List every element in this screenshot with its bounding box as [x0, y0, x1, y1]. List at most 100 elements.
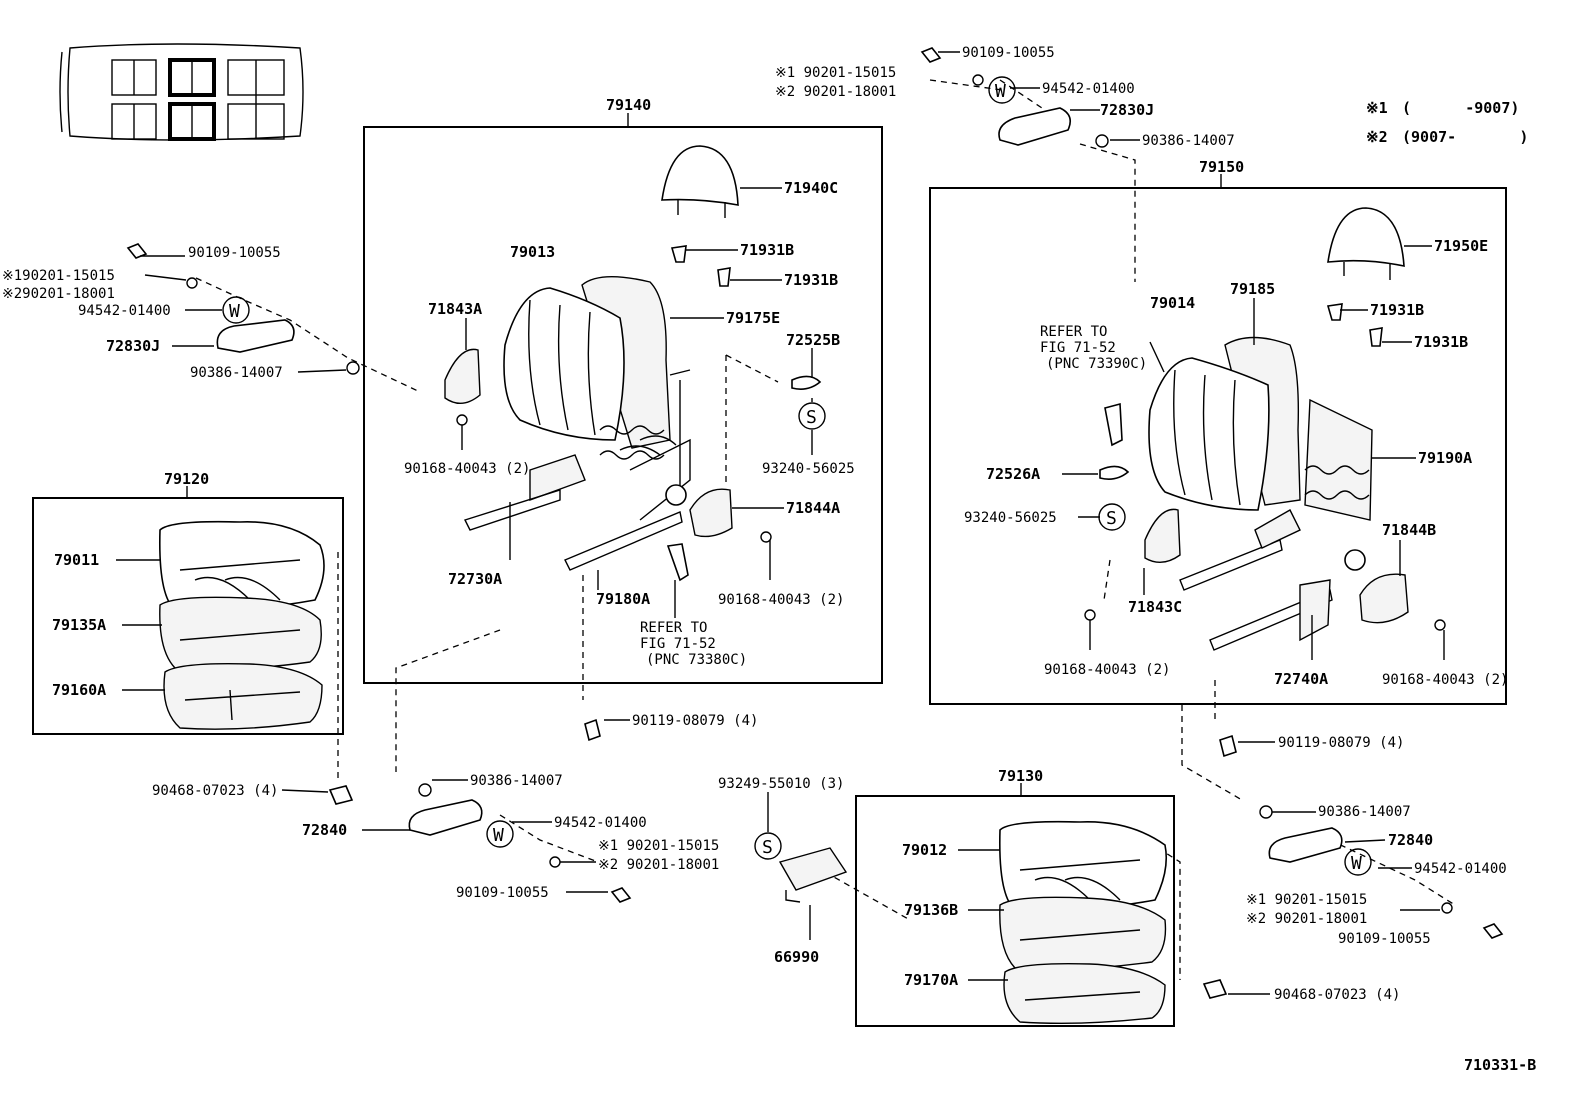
sealant-s-symbol: S	[762, 837, 773, 858]
svg-text:REFER TO: REFER TO	[1040, 324, 1107, 340]
part-label: 90168-40043 (2)	[404, 461, 530, 477]
label-79140: 79140	[606, 96, 651, 114]
part-label: ※2 90201-18001	[775, 84, 896, 100]
part-label: ※2 90201-18001	[1246, 911, 1367, 927]
part-label: ※190201-15015	[2, 268, 115, 284]
refer-note-right: REFER TO FIG 71-52 (PNC 73390C)	[1040, 324, 1147, 372]
part-label: 71950E	[1434, 237, 1488, 255]
part-label: 94542-01400	[554, 815, 647, 831]
right-cushion-group	[998, 820, 1168, 1025]
part-label: 90109-10055	[1338, 931, 1431, 947]
svg-text:FIG 71-52: FIG 71-52	[640, 636, 716, 652]
part-label: 71843C	[1128, 598, 1182, 616]
part-label: 90168-40043 (2)	[1382, 672, 1508, 688]
part-label: 79170A	[904, 971, 958, 989]
part-label: 71844B	[1382, 521, 1436, 539]
legend-range-1: ( -9007)	[1402, 99, 1519, 117]
box-79140	[363, 126, 883, 684]
part-label: 90168-40043 (2)	[1044, 662, 1170, 678]
part-label: 90109-10055	[962, 45, 1055, 61]
part-label: 71931B	[784, 271, 838, 289]
part-label: ※1 90201-15015	[1246, 892, 1367, 908]
part-label: 79013	[510, 243, 555, 261]
part-label: 72740A	[1274, 670, 1328, 688]
part-label: 72830J	[1100, 101, 1154, 119]
part-label: ※1 90201-15015	[775, 65, 896, 81]
legend: ※1 ( -9007) ※2 (9007- )	[1366, 99, 1528, 146]
part-label: ※1 90201-15015	[598, 838, 719, 854]
part-label: 71843A	[428, 300, 482, 318]
part-label: 79135A	[52, 616, 106, 634]
part-label: 90109-10055	[188, 245, 281, 261]
part-label: ※290201-18001	[2, 286, 115, 302]
right-seat-back	[1084, 207, 1446, 651]
part-label: 79175E	[726, 309, 780, 327]
part-label: 90109-10055	[456, 885, 549, 901]
part-label: 79136B	[904, 901, 958, 919]
legend-mark-2: ※2	[1366, 128, 1388, 146]
part-label: 72830J	[106, 337, 160, 355]
label-79130: 79130	[998, 767, 1043, 785]
armrests	[126, 47, 1504, 939]
part-label: 66990	[774, 948, 819, 966]
seat-layout-icon	[59, 43, 304, 141]
part-label: 79160A	[52, 681, 106, 699]
svg-text:(PNC 73390C): (PNC 73390C)	[1046, 356, 1147, 372]
washer-w-symbol: W	[229, 301, 240, 322]
sealant-s-symbol: S	[806, 407, 817, 428]
part-label: 90386-14007	[190, 365, 283, 381]
svg-text:(PNC 73380C): (PNC 73380C)	[646, 652, 747, 668]
dashed-routing	[195, 79, 1456, 980]
symbols: W W W W S S S	[222, 76, 1372, 876]
part-label: 90386-14007	[1318, 804, 1411, 820]
label-79120: 79120	[164, 470, 209, 488]
part-label: 72840	[302, 821, 347, 839]
label-79150: 79150	[1199, 158, 1244, 176]
part-label: 72525B	[786, 331, 840, 349]
left-cushion-group	[158, 520, 325, 730]
part-label: 79180A	[596, 590, 650, 608]
part-label: 79012	[902, 841, 947, 859]
svg-text:REFER TO: REFER TO	[640, 620, 707, 636]
figure-code: 710331-B	[1464, 1056, 1536, 1074]
part-label: 79185	[1230, 280, 1275, 298]
part-labels: 90109-10055 ※1 90201-15015 ※2 90201-1800…	[2, 45, 1508, 1003]
part-label: 79190A	[1418, 449, 1472, 467]
part-label: 79011	[54, 551, 99, 569]
part-label: 90119-08079 (4)	[1278, 735, 1404, 751]
part-label: 90468-07023 (4)	[1274, 987, 1400, 1003]
part-label: 71940C	[784, 179, 838, 197]
legend-mark-1: ※1	[1366, 99, 1388, 117]
leader-lines	[116, 51, 1445, 995]
box-79150	[929, 187, 1507, 705]
part-label: 90386-14007	[1142, 133, 1235, 149]
part-label: 72730A	[448, 570, 502, 588]
box-79120	[32, 497, 344, 735]
part-label: 71931B	[1414, 333, 1468, 351]
part-label: 72526A	[986, 465, 1040, 483]
box-79130	[855, 795, 1175, 1027]
part-label: 90119-08079 (4)	[632, 713, 758, 729]
part-label: ※2 90201-18001	[598, 857, 719, 873]
misc-brackets	[328, 718, 1237, 999]
part-label: 79014	[1150, 294, 1195, 312]
part-label: 94542-01400	[1414, 861, 1507, 877]
washer-w-symbol: W	[995, 81, 1006, 102]
refer-note-left: REFER TO FIG 71-52 (PNC 73380C)	[640, 620, 747, 668]
part-label: 93240-56025	[964, 510, 1057, 526]
part-label: 93249-55010 (3)	[718, 776, 844, 792]
part-label: 94542-01400	[1042, 81, 1135, 97]
part-label: 71931B	[1370, 301, 1424, 319]
svg-text:FIG 71-52: FIG 71-52	[1040, 340, 1116, 356]
part-label: 94542-01400	[78, 303, 171, 319]
legend-range-2: (9007- )	[1402, 128, 1528, 146]
left-seat-back	[444, 145, 822, 582]
washer-w-symbol: W	[1351, 853, 1362, 874]
sealant-s-symbol: S	[1106, 508, 1117, 529]
part-label: 71931B	[740, 241, 794, 259]
part-label: 72840	[1388, 831, 1433, 849]
part-label: 90386-14007	[470, 773, 563, 789]
part-label: 90468-07023 (4)	[152, 783, 278, 799]
